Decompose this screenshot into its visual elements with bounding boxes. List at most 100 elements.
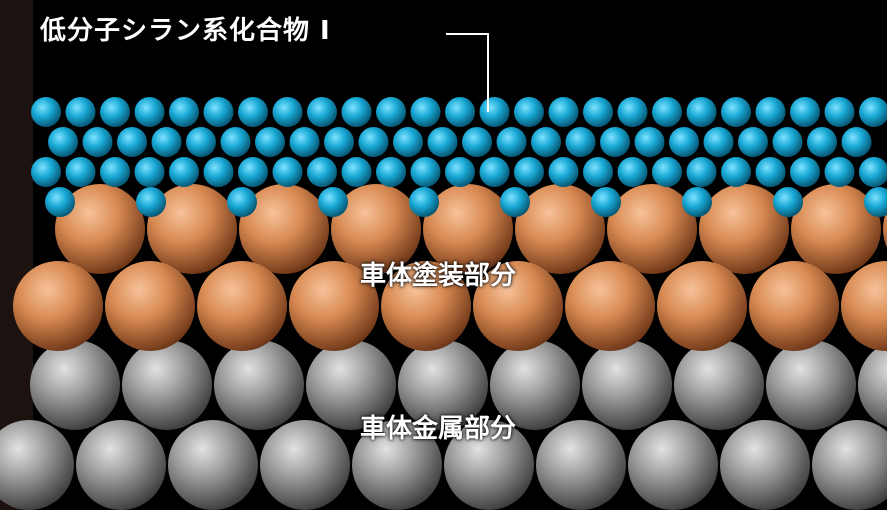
paint-particle xyxy=(289,261,379,351)
silane-particle xyxy=(410,157,441,187)
metal-particle xyxy=(812,420,887,510)
paint-particle xyxy=(239,184,329,274)
silane-particle xyxy=(514,157,544,187)
silane-particle xyxy=(227,187,257,217)
silane-particle xyxy=(790,97,820,127)
silane-particle xyxy=(773,187,803,217)
metal-particle xyxy=(398,340,488,430)
silane-particle xyxy=(31,157,61,187)
metal-particle xyxy=(352,420,442,510)
silane-particle xyxy=(203,97,234,127)
silane-particle xyxy=(755,157,786,187)
silane-particle xyxy=(427,127,458,157)
silane-particle xyxy=(289,127,320,157)
silane-particle xyxy=(591,187,621,217)
metal-particle xyxy=(536,420,626,510)
silane-particle xyxy=(220,127,251,157)
silane-particle xyxy=(686,97,717,127)
paint-particle xyxy=(105,261,195,351)
silane-particle xyxy=(376,157,406,187)
silane-particle xyxy=(500,187,530,217)
silane-particle xyxy=(864,187,887,217)
metal-particle xyxy=(214,340,304,430)
paint-particle xyxy=(565,261,655,351)
silane-particle xyxy=(341,97,372,127)
paint-particle xyxy=(473,261,563,351)
silane-particle xyxy=(358,127,389,157)
paint-particle xyxy=(331,184,421,274)
silane-particle xyxy=(686,157,717,187)
metal-particle xyxy=(674,340,764,430)
silane-particle xyxy=(100,157,130,187)
silane-particle xyxy=(682,187,712,217)
paint-particle xyxy=(699,184,789,274)
silane-particle xyxy=(721,97,751,127)
paint-particle xyxy=(13,261,103,351)
silane-particle xyxy=(565,127,596,157)
silane-particle xyxy=(307,157,337,187)
metal-particle xyxy=(260,420,350,510)
silane-particle xyxy=(462,127,492,157)
paint-particle xyxy=(55,184,145,274)
silane-compound-label: 低分子シラン系化合物 I xyxy=(40,16,331,46)
silane-particle xyxy=(45,187,75,217)
silane-particle xyxy=(376,97,406,127)
silane-particle xyxy=(272,97,303,127)
silane-particle xyxy=(134,157,165,187)
metal-particle xyxy=(0,420,74,510)
metal-particle xyxy=(490,340,580,430)
silane-particle xyxy=(238,97,268,127)
silane-particle xyxy=(859,157,887,187)
metal-particle xyxy=(628,420,718,510)
paint-particle xyxy=(841,261,887,351)
paint-layer-label: 車体塗装部分 xyxy=(360,261,517,291)
metal-particle xyxy=(76,420,166,510)
silane-particle xyxy=(652,97,682,127)
silane-particle xyxy=(669,127,699,157)
silane-particle xyxy=(169,97,199,127)
silane-particle xyxy=(772,127,803,157)
silane-particle xyxy=(272,157,303,187)
silane-particle xyxy=(496,127,527,157)
metal-particle xyxy=(858,342,887,428)
silane-particle xyxy=(634,127,665,157)
silane-particle xyxy=(652,157,682,187)
metal-particle xyxy=(720,420,810,510)
silane-particle xyxy=(583,97,613,127)
silane-particle xyxy=(100,97,130,127)
silane-particle xyxy=(721,157,751,187)
silane-leader-line xyxy=(446,33,489,112)
paint-particle xyxy=(749,261,839,351)
paint-particle xyxy=(607,184,697,274)
paint-particle xyxy=(147,184,237,274)
silane-particle xyxy=(31,97,61,127)
paint-particle xyxy=(381,261,471,351)
metal-particle xyxy=(444,420,534,510)
silane-particle xyxy=(307,97,337,127)
silane-particle xyxy=(136,187,166,217)
silane-particle xyxy=(445,157,475,187)
silane-particle xyxy=(48,127,78,157)
silane-particle xyxy=(341,157,372,187)
metal-particle xyxy=(582,340,672,430)
silane-particle xyxy=(583,157,613,187)
silane-particle xyxy=(841,127,872,157)
paint-particle xyxy=(515,184,605,274)
paint-particle xyxy=(423,184,513,274)
silane-particle xyxy=(318,187,348,217)
silane-particle xyxy=(324,127,354,157)
silane-particle xyxy=(203,157,234,187)
silane-particle xyxy=(824,157,855,187)
silane-particle xyxy=(186,127,216,157)
silane-particle xyxy=(755,97,786,127)
silane-particle xyxy=(600,127,630,157)
silane-particle xyxy=(410,97,441,127)
paint-particle xyxy=(197,261,287,351)
silane-particle xyxy=(255,127,285,157)
silane-particle xyxy=(151,127,182,157)
silane-particle xyxy=(824,97,855,127)
silane-particle xyxy=(548,157,579,187)
silane-particle xyxy=(117,127,147,157)
